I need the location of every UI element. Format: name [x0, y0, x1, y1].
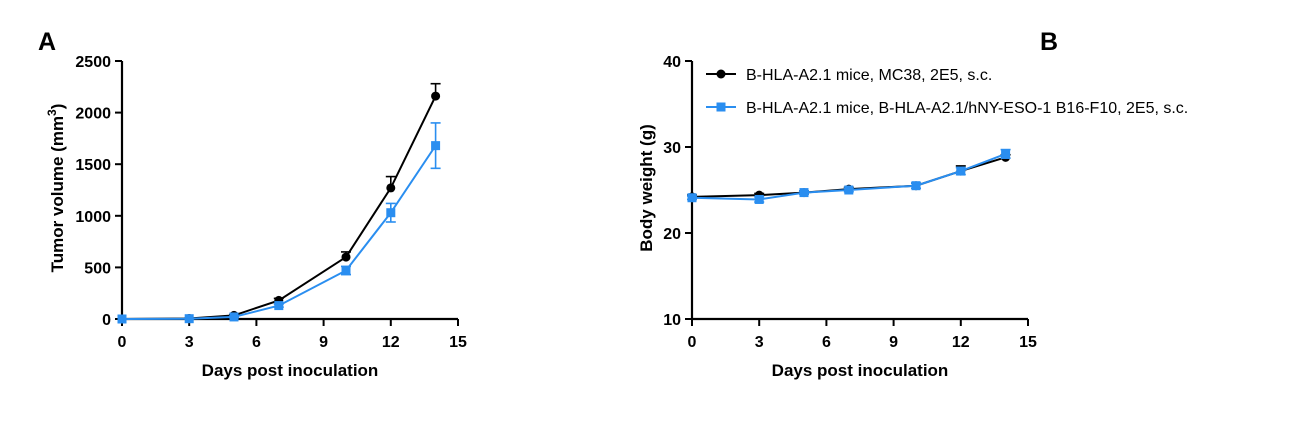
point-mc38-a	[431, 91, 441, 101]
y-tick-label-a: 2000	[75, 106, 111, 123]
x-axis-title-a: Days post inoculation	[202, 361, 379, 380]
point-b16f10-b	[687, 193, 697, 203]
y-tick-label-b: 30	[663, 140, 681, 157]
y-tick-label-b: 20	[663, 226, 681, 243]
panel-letter-b: B	[1040, 28, 1058, 56]
y-axis-title-b: Body weight (g)	[637, 124, 656, 251]
x-tick-label-b: 12	[952, 334, 970, 351]
series-b16f10-b	[687, 148, 1011, 204]
y-axis-title-a-end: )	[48, 104, 67, 110]
y-tick-label-a: 2500	[75, 54, 111, 71]
point-b16f10-b	[754, 194, 764, 204]
legend-marker-b16f10	[716, 102, 726, 112]
series-line-b16f10-a	[121, 145, 437, 320]
legend-label-b16f10: B-HLA-A2.1 mice, B-HLA-A2.1/hNY-ESO-1 B1…	[746, 100, 1188, 117]
y-tick-label-b: 40	[663, 54, 681, 71]
x-tick-label-a: 3	[185, 334, 194, 351]
y-axis-title-a-text: Tumor volume (mm	[48, 116, 67, 272]
series-b16f10-a	[117, 122, 441, 324]
point-b16f10-b	[911, 181, 921, 191]
legend-label-mc38: B-HLA-A2.1 mice, MC38, 2E5, s.c.	[746, 67, 992, 84]
x-tick-label-b: 6	[822, 334, 831, 351]
legend-marker-mc38	[716, 69, 726, 79]
x-tick-label-b: 0	[688, 334, 697, 351]
panel-letter-a: A	[38, 28, 56, 56]
panel-b: B Days post inoculation Body weight (g) …	[637, 28, 1188, 380]
x-tick-label-a: 9	[319, 334, 328, 351]
point-b16f10-b	[956, 166, 966, 176]
x-tick-label-b: 3	[755, 334, 764, 351]
point-b16f10-b	[844, 185, 854, 195]
point-b16f10-a	[117, 314, 127, 324]
series-line-mc38-a	[121, 95, 437, 320]
legend: B-HLA-A2.1 mice, MC38, 2E5, s.c. B-HLA-A…	[706, 67, 1188, 117]
legend-item-mc38: B-HLA-A2.1 mice, MC38, 2E5, s.c.	[706, 67, 992, 84]
point-mc38-a	[386, 183, 396, 193]
point-b16f10-a	[274, 301, 284, 311]
point-mc38-a	[341, 252, 351, 262]
x-tick-label-a: 12	[382, 334, 400, 351]
y-axis-title-a: Tumor volume (mm3)	[45, 104, 67, 273]
y-tick-label-a: 1500	[75, 157, 111, 174]
point-b16f10-a	[341, 265, 351, 275]
x-tick-label-a: 0	[118, 334, 127, 351]
y-tick-label-a: 1000	[75, 209, 111, 226]
x-tick-label-b: 9	[889, 334, 898, 351]
y-tick-label-b: 10	[663, 312, 681, 329]
y-tick-label-a: 0	[102, 312, 111, 329]
point-b16f10-a	[229, 312, 239, 322]
x-tick-label-b: 15	[1019, 334, 1037, 351]
panel-a: A Days post inoculation Tumor volume (mm…	[38, 28, 467, 380]
point-b16f10-a	[431, 141, 441, 151]
y-tick-label-a: 500	[84, 260, 111, 277]
x-tick-label-a: 15	[449, 334, 467, 351]
legend-item-b16f10: B-HLA-A2.1 mice, B-HLA-A2.1/hNY-ESO-1 B1…	[706, 100, 1188, 117]
point-b16f10-b	[1001, 149, 1011, 159]
point-b16f10-b	[799, 188, 809, 198]
y-axis-title-a-sup: 3	[45, 109, 59, 116]
point-b16f10-a	[386, 208, 396, 218]
x-axis-title-b: Days post inoculation	[772, 361, 949, 380]
point-b16f10-a	[184, 314, 194, 324]
x-tick-label-a: 6	[252, 334, 261, 351]
